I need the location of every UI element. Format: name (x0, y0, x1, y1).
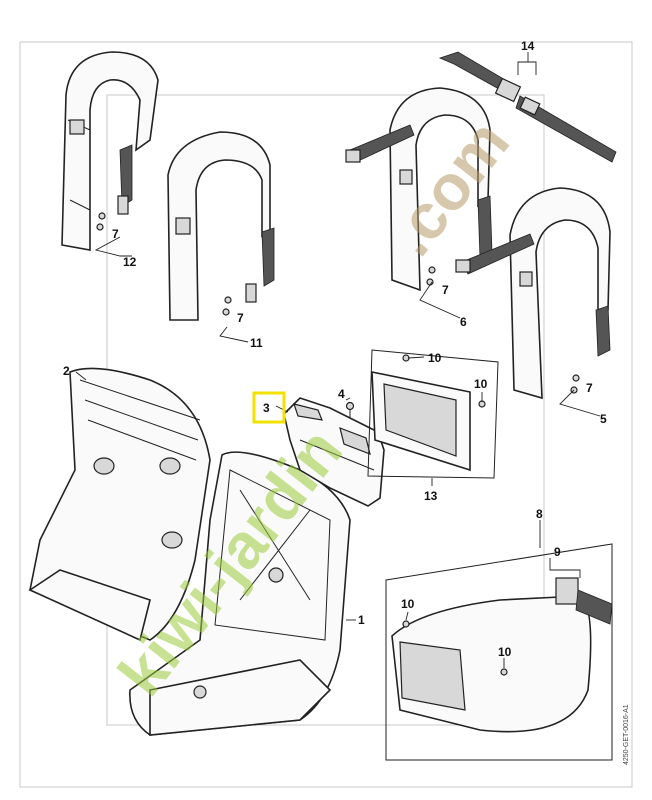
callout-4[interactable]: 4 (338, 387, 345, 401)
callout-9[interactable]: 9 (554, 545, 561, 559)
callout-13[interactable]: 13 (424, 489, 438, 503)
callout-12[interactable]: 12 (123, 255, 137, 269)
callout-3[interactable]: 3 (263, 401, 270, 415)
part-14-chest-strap[interactable] (438, 51, 617, 163)
callout-14[interactable]: 14 (521, 39, 535, 53)
callout-labels: 1 2 3 4 5 6 7 7 7 7 8 9 10 10 10 10 11 1… (63, 39, 607, 659)
callout-10-belt-center[interactable]: 10 (498, 645, 512, 659)
diagram-frame (19, 41, 633, 788)
part-12-shoulder-strap[interactable] (61, 51, 159, 251)
callout-5[interactable]: 5 (600, 412, 607, 426)
part-3-bracket[interactable] (283, 397, 385, 507)
part-13-mounting-plate[interactable] (367, 349, 499, 479)
part-8-hip-belt[interactable] (385, 543, 613, 761)
callout-10-plate-top[interactable]: 10 (428, 351, 442, 365)
leader-lines (75, 52, 601, 668)
part-4-screw[interactable] (345, 401, 355, 419)
part-6-shoulder-strap[interactable] (345, 87, 493, 292)
part-5-shoulder-strap[interactable] (455, 187, 611, 400)
callout-10-belt-left[interactable]: 10 (401, 597, 415, 611)
part-2-rear-frame[interactable] (28, 367, 211, 642)
callout-7-strap-11[interactable]: 7 (237, 311, 244, 325)
callout-8[interactable]: 8 (536, 507, 543, 521)
document-id: 4250-GET-0016-A1 (623, 704, 630, 765)
part-9-belt-buckle[interactable] (555, 577, 613, 625)
callout-2[interactable]: 2 (63, 364, 70, 378)
part-1-carrier-frame[interactable] (129, 451, 351, 736)
callout-7-strap-5[interactable]: 7 (586, 381, 593, 395)
callout-1[interactable]: 1 (358, 613, 365, 627)
callout-11[interactable]: 11 (250, 336, 263, 350)
callout-10-plate-right[interactable]: 10 (474, 377, 488, 391)
callout-7-strap-6[interactable]: 7 (442, 283, 449, 297)
part-11-shoulder-strap[interactable] (167, 131, 275, 321)
callout-3-highlight (252, 391, 286, 424)
callout-6[interactable]: 6 (460, 315, 467, 329)
callout-7-strap-12[interactable]: 7 (112, 227, 119, 241)
